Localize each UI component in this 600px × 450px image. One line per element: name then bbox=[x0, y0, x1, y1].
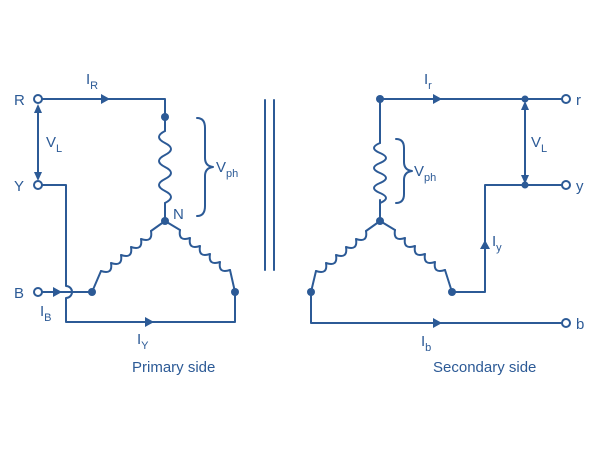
secondary-side-caption: Secondary side bbox=[433, 359, 536, 376]
secondary-line-voltage-label: VL bbox=[531, 134, 547, 155]
secondary-terminal-r bbox=[561, 94, 571, 104]
secondary-terminal-r-label: r bbox=[576, 92, 581, 109]
secondary-y-node bbox=[448, 288, 456, 296]
primary-terminal-y-label: Y bbox=[14, 178, 24, 195]
primary-b-node bbox=[88, 288, 96, 296]
secondary-line-voltage-arrow-up bbox=[521, 101, 529, 110]
primary-line-voltage-label: VL bbox=[46, 134, 62, 155]
secondary-b-phase-coil bbox=[315, 230, 368, 273]
secondary-line-voltage-arrow-down bbox=[521, 175, 529, 184]
secondary-b-node bbox=[307, 288, 315, 296]
primary-terminal-b bbox=[33, 287, 43, 297]
primary-terminal-r-label: R bbox=[14, 92, 25, 109]
primary-r-line bbox=[41, 98, 166, 118]
secondary-y-current-arrow bbox=[480, 240, 490, 249]
primary-phase-voltage-label: Vph bbox=[216, 159, 238, 180]
secondary-b-current-label: Ib bbox=[421, 333, 431, 354]
secondary-b-current-arrow bbox=[433, 318, 442, 328]
secondary-r-current-arrow bbox=[433, 94, 442, 104]
primary-b-current-label: IB bbox=[40, 303, 52, 324]
primary-b-phase-coil bbox=[100, 230, 153, 273]
primary-y-node bbox=[231, 288, 239, 296]
secondary-terminal-b-label: b bbox=[576, 316, 584, 333]
primary-r-node bbox=[161, 113, 169, 121]
secondary-b-line bbox=[310, 291, 563, 324]
secondary-phase-voltage-label: Vph bbox=[414, 163, 436, 184]
primary-y-current-label: IY bbox=[137, 331, 149, 352]
secondary-terminal-y-label: y bbox=[576, 178, 584, 195]
secondary-r-phase-coil bbox=[373, 142, 387, 204]
primary-y-line bbox=[41, 184, 236, 323]
secondary-side: r y b VL Vph Ir Iy Ib Secondary side bbox=[307, 71, 584, 376]
primary-line-voltage-arrow-down bbox=[34, 172, 42, 181]
primary-r-phase-coil bbox=[158, 130, 172, 204]
primary-side-caption: Primary side bbox=[132, 359, 215, 376]
primary-y-phase-coil bbox=[178, 229, 231, 272]
primary-y-current-arrow bbox=[145, 317, 154, 327]
primary-r-current-arrow bbox=[101, 94, 110, 104]
primary-r-current-label: IR bbox=[86, 71, 98, 92]
secondary-phase-voltage-brace bbox=[395, 138, 413, 204]
secondary-y-line bbox=[451, 184, 563, 293]
secondary-r-current-label: Ir bbox=[424, 71, 432, 92]
transformer-core bbox=[264, 99, 275, 271]
primary-terminal-y bbox=[33, 180, 43, 190]
secondary-vl-top-node bbox=[521, 95, 529, 103]
primary-terminal-r bbox=[33, 94, 43, 104]
primary-neutral-node bbox=[161, 217, 169, 225]
secondary-neutral-node bbox=[376, 217, 384, 225]
secondary-terminal-y bbox=[561, 180, 571, 190]
primary-line-voltage-arrow-up bbox=[34, 104, 42, 113]
secondary-terminal-b bbox=[561, 318, 571, 328]
secondary-y-current-label: Iy bbox=[492, 233, 502, 254]
primary-side: R Y B VL Vph N IR IB IY Primary side bbox=[14, 71, 239, 376]
primary-neutral-label: N bbox=[173, 206, 184, 223]
secondary-vl-bottom-node bbox=[521, 181, 529, 189]
primary-terminal-b-label: B bbox=[14, 285, 24, 302]
primary-b-current-arrow bbox=[53, 287, 62, 297]
primary-phase-voltage-brace bbox=[196, 117, 214, 217]
secondary-y-phase-coil bbox=[393, 229, 446, 272]
secondary-r-node bbox=[376, 95, 384, 103]
